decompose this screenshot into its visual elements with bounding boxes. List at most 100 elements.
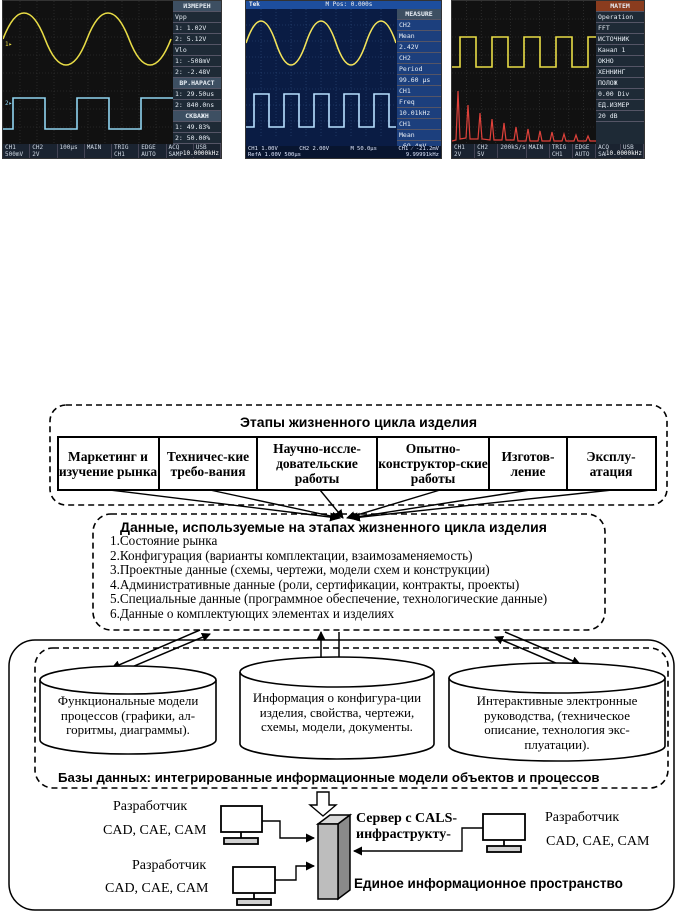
scope-1-menu-entry: 1: 49.83% bbox=[173, 122, 221, 133]
scope-2-menu-entry: Mean bbox=[397, 130, 441, 141]
scope-3-status-cell: CH1 2V bbox=[452, 144, 476, 158]
database-cylinder-2 bbox=[239, 656, 435, 760]
server-down-arrow bbox=[308, 791, 338, 817]
data-list-item: 4.Административные данные (роли, сертифи… bbox=[110, 576, 520, 592]
scope-2-menu-entry: 2.42V bbox=[397, 42, 441, 53]
developer-3-tools: CAD, CAE, CAM bbox=[105, 881, 209, 896]
scope-1-menu-entry: 2: -2.48V bbox=[173, 67, 221, 78]
scope-1-menu-entry: ИЗМЕРЕН bbox=[173, 1, 221, 12]
databases-frame bbox=[34, 647, 669, 789]
scope-1-menu-entry: СКВАЖН bbox=[173, 111, 221, 122]
scope-1-status-cell: TRIG CH1 bbox=[112, 144, 140, 158]
developer-2-label: Разработчик bbox=[545, 810, 620, 825]
stage-research: Научно-иссле-довательские работы bbox=[258, 438, 378, 489]
scope-1-square-trace bbox=[3, 97, 173, 130]
scope-2-menu-entry: MEASURE bbox=[397, 9, 441, 20]
data-list-item: 6.Данные о комплектующих элементах и изд… bbox=[110, 605, 395, 621]
scope-3-status-cell: USB bbox=[621, 144, 644, 158]
scope-3-menu-entry: МАТЕМ bbox=[596, 1, 644, 12]
scope-1-menu-entry: 1: 29.50us bbox=[173, 89, 221, 100]
developer-1-tools: CAD, CAE, CAM bbox=[103, 823, 207, 838]
stage-manufacturing: Изготов-ление bbox=[490, 438, 568, 489]
stage-technical-requirements: Техничес-кие требо-вания bbox=[160, 438, 258, 489]
scope-2-menu-entry: Period bbox=[397, 64, 441, 75]
scope-2-status-cell: RefA 1.00V 500μs bbox=[248, 152, 301, 158]
scope-3-menu-entry: ОКНО bbox=[596, 56, 644, 67]
scope-2-menu-entry: CH1 bbox=[397, 86, 441, 97]
developer-2-tools: CAD, CAE, CAM bbox=[546, 834, 650, 849]
scope-2-menu-entry: Mean bbox=[397, 31, 441, 42]
scope-2-sine-trace bbox=[246, 20, 396, 66]
lifecycle-frame bbox=[49, 404, 668, 506]
scope-3-menu-entry: Канал 1 bbox=[596, 45, 644, 56]
scope-3-fft-trace bbox=[452, 90, 598, 142]
scope-3-menu-entry: ПОЛОЖ bbox=[596, 78, 644, 89]
scope-2-menu-entry: CH2 bbox=[397, 53, 441, 64]
scope-3-menu-entry: 20 dB bbox=[596, 111, 644, 122]
developer-3-label: Разработчик bbox=[132, 858, 207, 873]
scope-3-menu-entry: FFT bbox=[596, 23, 644, 34]
server-icon bbox=[315, 813, 353, 901]
server-label: Сервер с CALS-инфраструкту- bbox=[356, 811, 458, 842]
scope-2-position: M Pos: 0.000s bbox=[325, 1, 373, 8]
data-list-item: 3.Проектные данные (схемы, чертежи, моде… bbox=[110, 562, 490, 578]
database-2-text: Информация о конфигура-ции изделия, свой… bbox=[252, 690, 422, 734]
scope-2-menu-entry: 99.60 μs bbox=[397, 75, 441, 86]
scope-3-frequency: 10.0000kHz bbox=[605, 150, 642, 157]
data-list-item: 5.Специальные данные (программное обеспе… bbox=[110, 591, 548, 607]
databases-title: Базы данных: интегрированные информацион… bbox=[58, 770, 600, 785]
data-list-item: 2.Конфигурация (варианты комплектации, в… bbox=[110, 547, 473, 563]
scope-2-menu-entry: CH1 bbox=[397, 119, 441, 130]
scope-3-square-trace bbox=[452, 36, 598, 68]
scope-3-menu-entry: ЕД.ИЗМЕР bbox=[596, 100, 644, 111]
scope-3-menu-entry: ИСТОЧНИК bbox=[596, 34, 644, 45]
scope-2-status-cell: M 50.0μs bbox=[350, 146, 377, 152]
computer-icon-2 bbox=[482, 813, 526, 853]
scope-2-status-cell: CH1 1.00V bbox=[248, 146, 278, 152]
scope-1-menu-entry: 2: 840.0ns bbox=[173, 100, 221, 111]
scope-1-waveform-area: 1▸ 2▸ bbox=[3, 1, 173, 144]
scope-3-menu-entry: 0.00 Div bbox=[596, 89, 644, 100]
scope-3-status-cell: MAIN bbox=[527, 144, 550, 158]
developer-1-label: Разработчик bbox=[113, 799, 188, 814]
scope-1-status-cell: CH1 500mV bbox=[3, 144, 31, 158]
stage-development: Опытно-конструктор-ские работы bbox=[378, 438, 490, 489]
scope-1-menu-entry: Vpp bbox=[173, 12, 221, 23]
scope-3-status-cell: CH2 5V bbox=[475, 144, 499, 158]
information-space-title: Единое информационное пространство bbox=[354, 876, 623, 891]
database-cylinder-1 bbox=[39, 665, 217, 755]
scope-1-menu-entry: Vlo bbox=[173, 45, 221, 56]
lifecycle-title: Этапы жизненного цикла изделия bbox=[239, 414, 478, 430]
scope-3-menu-entry: Operation bbox=[596, 12, 644, 23]
svg-text:1▸: 1▸ bbox=[5, 41, 12, 48]
data-title: Данные, используемые на этапах жизненног… bbox=[120, 519, 547, 535]
scope-2-menu-entry: 10.01kHz bbox=[397, 108, 441, 119]
scope-1-status-cell: MAIN bbox=[85, 144, 112, 158]
database-cylinder-3 bbox=[448, 662, 666, 762]
computer-icon-3 bbox=[232, 866, 276, 906]
scope-2-status-cell: CH1 ⁄ -21.2mV bbox=[398, 146, 439, 152]
scope-1-status-cell: CH2 2V bbox=[30, 144, 58, 158]
scope-1-status-cell: USB bbox=[194, 144, 221, 158]
scope-3-waveform-area bbox=[452, 1, 598, 144]
scope-3-menu-entry: ХЕННИНГ bbox=[596, 67, 644, 78]
scope-1-status-cell: EDGE AUTO bbox=[139, 144, 167, 158]
scope-1-menu-entry: ВР.НАРАСТ bbox=[173, 78, 221, 89]
scope-1-menu-entry: 1: 1.02V bbox=[173, 23, 221, 34]
scope-1-status-cell: 100μs bbox=[58, 144, 85, 158]
scope-2-waveform-area bbox=[246, 9, 396, 137]
stage-marketing: Маркетинг и изучение рынка bbox=[58, 438, 160, 489]
scope-2-menu-entry: Freq bbox=[397, 97, 441, 108]
computer-icon-1 bbox=[220, 805, 263, 845]
scope-1-menu-entry: 2: 50.00% bbox=[173, 133, 221, 144]
scope-1-sine-trace bbox=[3, 12, 172, 66]
